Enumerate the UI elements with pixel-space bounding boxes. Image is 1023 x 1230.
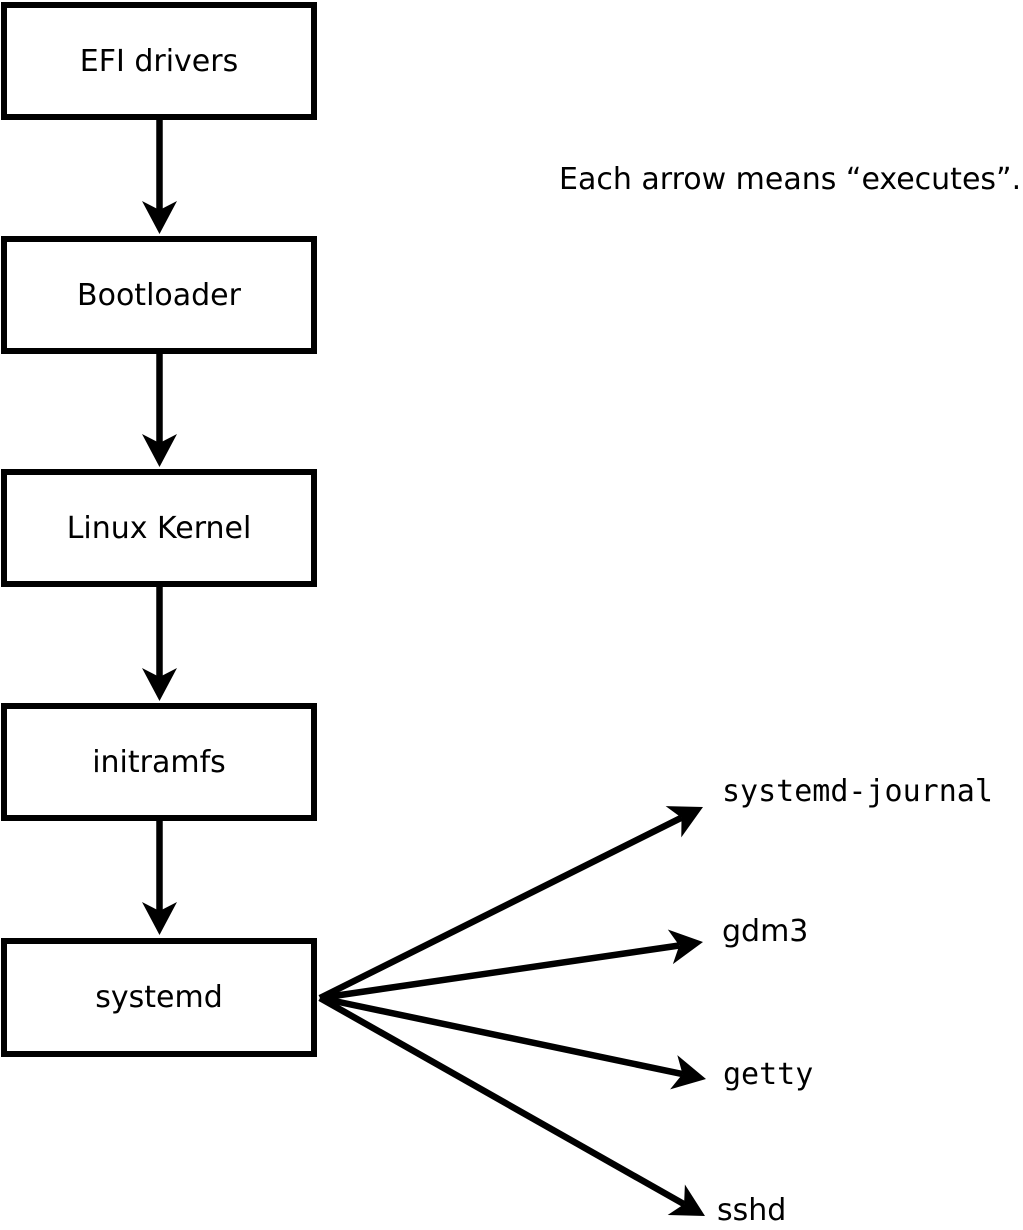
node-efi-drivers: EFI drivers [1,2,317,120]
label-sshd: sshd [717,1193,787,1228]
label-getty: getty [723,1057,814,1092]
node-initramfs-label: initramfs [92,744,226,780]
node-systemd-label: systemd [95,980,223,1015]
arrow-bootloader-to-kernel [142,354,177,467]
arrow-kernel-to-initramfs [142,587,177,701]
arrow-efi-to-bootloader [142,120,177,234]
label-systemd-journal: systemd-journal [722,774,993,809]
arrow-systemd-to-sshd [318,995,714,1230]
node-initramfs: initramfs [1,703,317,821]
arrow-systemd-to-getty [319,994,710,1097]
node-linux-kernel: Linux Kernel [1,469,317,587]
label-gdm3: gdm3 [722,914,809,949]
node-efi-drivers-label: EFI drivers [79,43,239,79]
node-systemd: systemd [1,938,317,1057]
annotation-arrow-legend: Each arrow means “executes”. [559,162,1022,197]
node-bootloader: Bootloader [1,236,317,354]
arrow-systemd-to-journal [318,791,711,1001]
node-linux-kernel-label: Linux Kernel [66,510,252,546]
arrow-initramfs-to-systemd [142,821,177,935]
arrow-systemd-to-gdm3 [319,924,706,1002]
node-bootloader-label: Bootloader [77,277,241,313]
